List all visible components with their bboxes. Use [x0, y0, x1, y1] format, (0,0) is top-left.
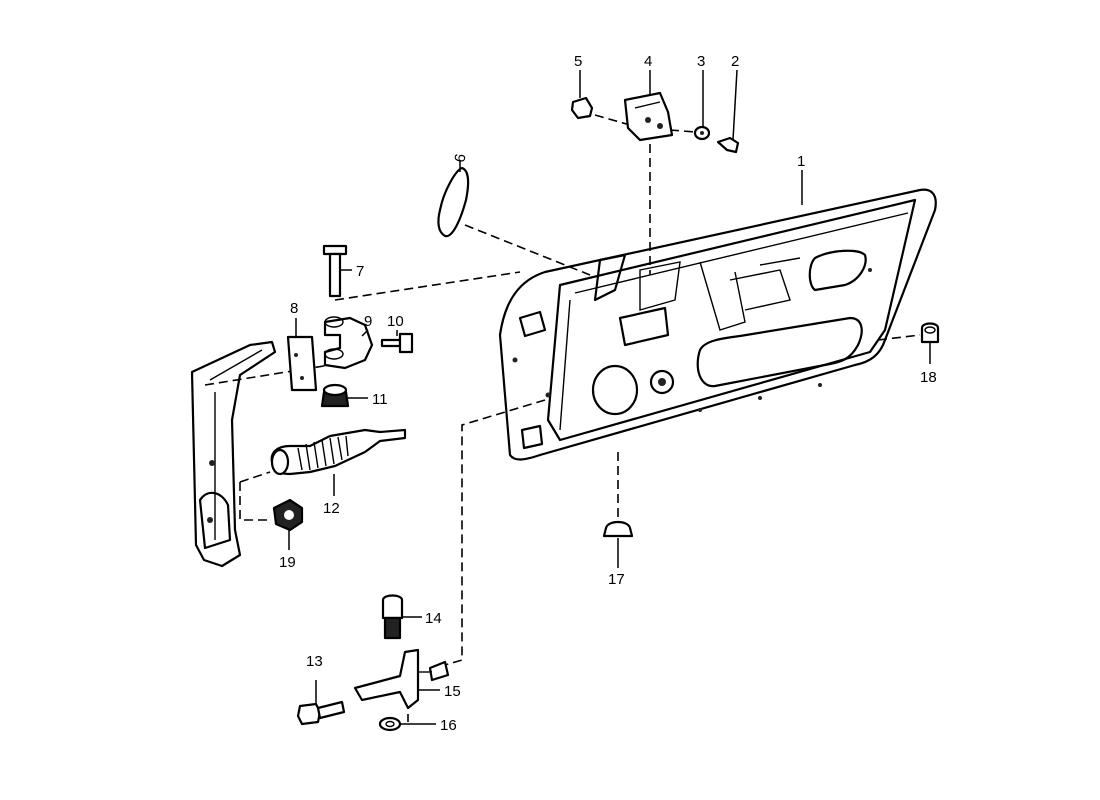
callout-2: 2: [731, 53, 739, 70]
callout-14: 14: [425, 610, 442, 627]
striker-plate-part-15[interactable]: [353, 648, 450, 710]
plug-part-17[interactable]: [602, 520, 634, 538]
callout-labels: 1 2 3 4 5 6 7 8 9 10 11 12 13 14 15 16 1…: [279, 53, 937, 734]
callout-3: 3: [697, 53, 705, 70]
hinge-pin-part-7[interactable]: [322, 244, 348, 298]
assembly-lines: [204, 114, 921, 722]
bumper-part-18[interactable]: [920, 322, 940, 344]
plug-part-6[interactable]: [437, 166, 470, 238]
washer-part-16[interactable]: [378, 716, 402, 732]
callout-15: 15: [444, 683, 461, 700]
striker-bracket-part[interactable]: [623, 91, 674, 142]
callout-19: 19: [279, 554, 296, 571]
screw-part-2[interactable]: [716, 136, 740, 154]
callout-17: 17: [608, 571, 625, 588]
nut-part-5[interactable]: [570, 96, 594, 120]
callout-11: 11: [372, 391, 388, 408]
nut-part-19[interactable]: [272, 498, 304, 532]
callout-12: 12: [323, 500, 340, 517]
leader-lines: [288, 69, 931, 725]
plate-part-8[interactable]: [286, 335, 318, 392]
buffer-part-14[interactable]: [381, 594, 404, 640]
callout-16: 16: [440, 717, 457, 734]
hinge-part-9[interactable]: [323, 316, 374, 370]
callout-9: 9: [364, 313, 372, 330]
callout-10: 10: [387, 313, 404, 330]
callout-7: 7: [356, 263, 364, 280]
callout-18: 18: [920, 369, 937, 386]
hinge-pillar[interactable]: [190, 340, 277, 568]
door-check-part-12[interactable]: [270, 428, 407, 476]
callout-8: 8: [290, 300, 298, 317]
callout-6: 6: [451, 153, 469, 164]
screw-part-10[interactable]: [380, 332, 414, 354]
bushing-part-11[interactable]: [320, 383, 350, 408]
callout-13: 13: [306, 653, 323, 670]
callout-1: 1: [797, 153, 805, 170]
washer-part-3[interactable]: [693, 125, 711, 141]
bolt-part-13[interactable]: [296, 700, 346, 726]
callout-4: 4: [644, 53, 652, 70]
callout-5: 5: [574, 53, 582, 70]
door-shell-part[interactable]: [498, 188, 937, 461]
